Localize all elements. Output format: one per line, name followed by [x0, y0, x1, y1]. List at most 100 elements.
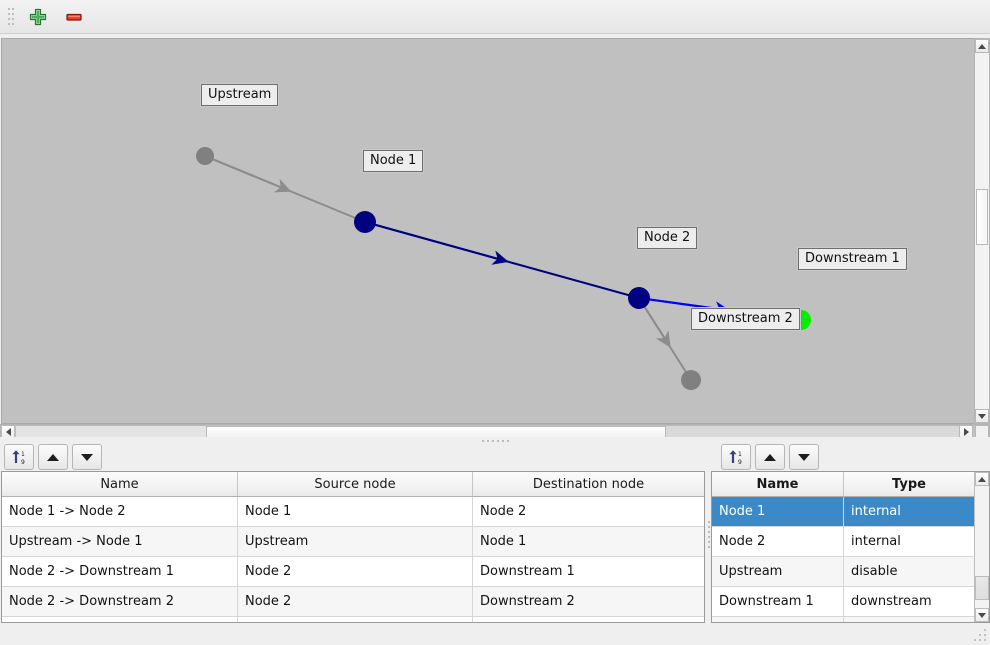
svg-text:1: 1	[21, 451, 25, 458]
arrow-down-icon	[978, 612, 986, 618]
graph-node-node2[interactable]	[628, 287, 650, 309]
cell-name: Upstream -> Node 1	[2, 527, 238, 556]
column-header-type[interactable]: Type	[892, 476, 926, 492]
scroll-thumb[interactable]	[975, 576, 989, 600]
edge-upstream-node1[interactable]	[204, 155, 366, 223]
resize-grip-icon[interactable]	[974, 629, 988, 643]
cell-type: downstream	[851, 594, 932, 609]
cell-name: Node 2 -> Downstream 2	[2, 587, 238, 616]
cell-name	[2, 617, 238, 622]
scroll-thumb[interactable]	[976, 189, 988, 245]
links-toolbar: 1 9	[0, 443, 706, 471]
splitter-grip-icon	[707, 520, 710, 548]
arrow-left-icon	[5, 428, 11, 436]
main-toolbar	[0, 0, 990, 34]
arrow-up-icon	[978, 43, 986, 49]
table-row[interactable]: Node 1 -> Node 2 Node 1 Node 2	[2, 497, 704, 527]
graph-label-node2[interactable]: Node 2	[637, 227, 698, 249]
plus-icon	[29, 8, 47, 25]
svg-text:9: 9	[21, 459, 25, 466]
graph-canvas[interactable]: Upstream Node 1 Node 2 Downstream 1 Down…	[1, 38, 974, 424]
links-table[interactable]: Name Source node Destination node Node 1…	[1, 471, 705, 623]
move-down-button[interactable]	[789, 444, 819, 470]
cell-source: Upstream	[238, 527, 473, 556]
cell-source: Node 1	[238, 497, 473, 526]
table-row[interactable]	[2, 617, 704, 622]
table-row[interactable]: Upstream disable	[712, 557, 974, 587]
splitter-grip-icon	[481, 440, 509, 442]
cell-source: Node 2	[238, 587, 473, 616]
horizontal-splitter[interactable]	[0, 437, 990, 445]
table-row[interactable]: Node 2 -> Downstream 2 Node 2 Downstream…	[2, 587, 704, 617]
move-down-button[interactable]	[72, 444, 102, 470]
arrow-down-icon	[978, 413, 986, 419]
column-header-source-node[interactable]: Source node	[238, 472, 473, 496]
graph-view: Upstream Node 1 Node 2 Downstream 1 Down…	[0, 34, 990, 440]
canvas-vertical-scrollbar[interactable]	[974, 38, 990, 424]
scroll-down-button[interactable]	[975, 409, 989, 423]
cell-source: Node 2	[238, 557, 473, 586]
nodes-table-header: Name Type	[712, 472, 974, 497]
graph-label-node1[interactable]: Node 1	[363, 150, 424, 172]
table-row[interactable]: Downstream 1 downstream	[712, 587, 974, 617]
column-header-destination-node[interactable]: Destination node	[532, 476, 645, 492]
scroll-up-button[interactable]	[975, 39, 989, 53]
move-up-button[interactable]	[755, 444, 785, 470]
vertical-splitter[interactable]	[705, 443, 712, 625]
graph-label-downstream2[interactable]: Downstream 2	[691, 308, 800, 330]
scroll-down-button[interactable]	[975, 608, 989, 622]
nodes-toolbar: 1 9	[711, 443, 990, 471]
toolbar-drag-grip[interactable]	[4, 6, 14, 28]
graph-label-downstream1[interactable]: Downstream 1	[798, 248, 907, 270]
column-header-name[interactable]: Name	[712, 472, 844, 496]
edge-node1-node2[interactable]	[364, 221, 640, 299]
node-table-vertical-scrollbar[interactable]	[974, 472, 989, 622]
sort-icon: 1 9	[12, 450, 25, 466]
cell-destination: Downstream 1	[480, 564, 575, 579]
table-row[interactable]	[712, 617, 974, 622]
cell-type: disable	[851, 564, 898, 579]
cell-type: internal	[851, 504, 901, 519]
minus-icon	[66, 13, 82, 21]
cell-destination: Downstream 2	[480, 594, 575, 609]
links-panel: 1 9 Name Source node Destination node No…	[0, 443, 706, 625]
cell-name: Node 2	[712, 527, 844, 556]
cell-destination: Node 1	[480, 534, 527, 549]
graph-node-downstream2[interactable]	[681, 370, 701, 390]
scroll-up-button[interactable]	[975, 472, 989, 486]
sort-button[interactable]: 1 9	[4, 444, 34, 470]
arrow-up-icon	[47, 453, 59, 461]
nodes-panel: 1 9 Name Type Node 1 internal Node 2 int…	[711, 443, 990, 625]
column-header-name[interactable]: Name	[2, 472, 238, 496]
cell-source	[238, 617, 473, 622]
sort-button[interactable]: 1 9	[721, 444, 751, 470]
table-row[interactable]: Node 2 -> Downstream 1 Node 2 Downstream…	[2, 557, 704, 587]
add-button[interactable]	[20, 2, 56, 32]
graph-svg	[196, 147, 811, 390]
cell-name	[712, 617, 844, 622]
links-table-header: Name Source node Destination node	[2, 472, 704, 497]
table-row[interactable]: Node 1 internal	[712, 497, 974, 527]
table-row[interactable]: Upstream -> Node 1 Upstream Node 1	[2, 527, 704, 557]
cell-name: Upstream	[712, 557, 844, 586]
arrow-up-icon	[764, 453, 776, 461]
graph-node-upstream[interactable]	[196, 147, 214, 165]
arrow-down-icon	[798, 453, 810, 461]
table-row[interactable]: Node 2 internal	[712, 527, 974, 557]
cell-name: Downstream 1	[712, 587, 844, 616]
move-up-button[interactable]	[38, 444, 68, 470]
arrow-right-icon	[963, 428, 969, 436]
svg-text:9: 9	[738, 459, 742, 466]
cell-name: Node 1 -> Node 2	[2, 497, 238, 526]
cell-type	[844, 617, 974, 622]
remove-button[interactable]	[56, 2, 92, 32]
svg-text:1: 1	[738, 451, 742, 458]
arrow-up-icon	[978, 476, 986, 482]
cell-destination: Node 2	[480, 504, 527, 519]
graph-node-node1[interactable]	[354, 211, 376, 233]
edge-node2-downstream2[interactable]	[638, 297, 692, 381]
nodes-table[interactable]: Name Type Node 1 internal Node 2 interna…	[711, 471, 990, 623]
status-bar	[0, 625, 990, 645]
graph-label-upstream[interactable]: Upstream	[201, 84, 279, 106]
cell-type: internal	[851, 534, 901, 549]
